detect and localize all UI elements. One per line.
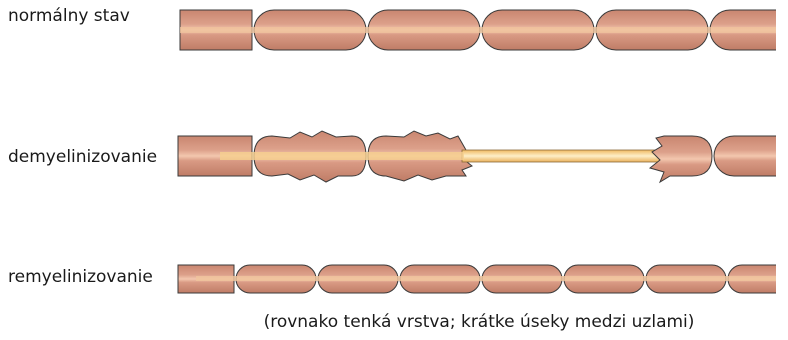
myelin-segment [714,136,788,176]
axon [180,27,776,33]
remyelinated-fiber [178,265,788,293]
diagram-caption: (rovnako tenká vrstva; krátke úseky medz… [170,310,788,334]
axon [196,276,776,281]
normal-fiber [180,10,788,50]
damaged-myelin-segment [650,136,712,182]
exposed-axon [462,150,668,162]
demyelinated-fiber [178,131,788,182]
axon [220,152,464,160]
